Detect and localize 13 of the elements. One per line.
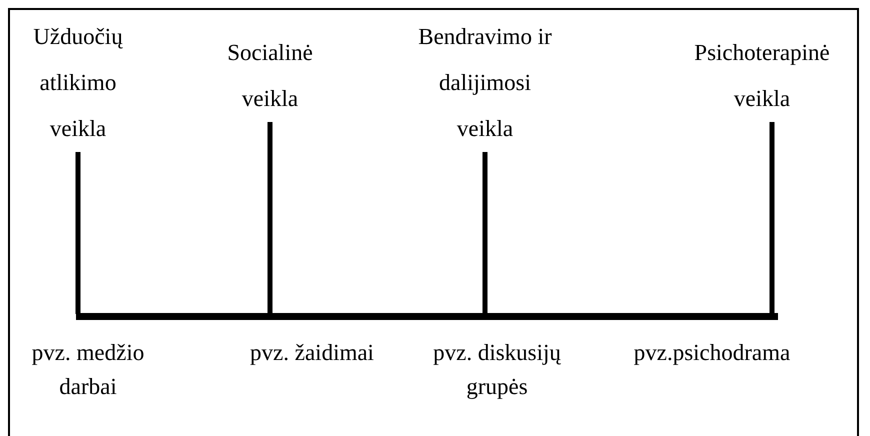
connector-line xyxy=(268,122,272,314)
example-label: pvz. diskusijų grupės xyxy=(432,339,562,401)
connector-line xyxy=(76,152,80,314)
category-label: Psichoterapinė veikla xyxy=(667,30,857,122)
example-label: pvz. žaidimai xyxy=(249,339,375,367)
category-label: Bendravimo ir dalijimosi veikla xyxy=(415,14,555,152)
example-label: pvz.psichodrama xyxy=(632,339,792,367)
connector-line xyxy=(482,152,488,314)
connector-line xyxy=(770,122,774,314)
category-label: Socialinė veikla xyxy=(205,30,335,122)
horizontal-bar xyxy=(76,313,778,320)
category-label: Užduočių atlikimo veikla xyxy=(13,14,143,152)
example-label: pvz. medžio darbai xyxy=(30,339,146,401)
